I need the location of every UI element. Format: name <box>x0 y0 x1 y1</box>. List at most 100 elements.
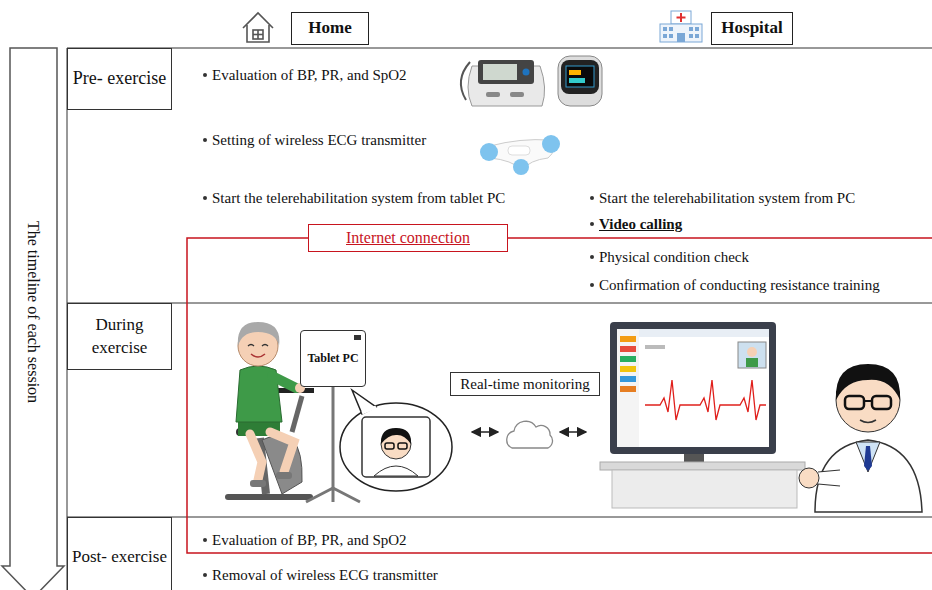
phase-cell: During exercise <box>67 303 172 370</box>
ecg-transmitter <box>480 135 560 175</box>
doctor-figure <box>860 420 876 423</box>
video-call-bubble <box>362 407 376 413</box>
connection-frame <box>187 238 932 553</box>
video-call-bubble <box>352 390 376 414</box>
video-call-bubble <box>385 443 394 449</box>
table-lines <box>67 303 932 304</box>
tablet-stand <box>332 387 335 488</box>
hospital-monitor <box>639 329 769 337</box>
bullet-dot <box>203 538 207 542</box>
elderly-man <box>236 322 305 487</box>
doctor-figure <box>815 440 922 512</box>
table-lines <box>67 48 932 590</box>
elderly-man <box>250 480 266 487</box>
step-text: Start the telerehabilitation system from… <box>599 189 855 207</box>
table-lines <box>67 48 932 49</box>
video-call-bubble <box>381 428 411 444</box>
hospital-monitor <box>620 386 636 392</box>
house-icon <box>247 25 269 42</box>
blood-pressure-monitor <box>461 60 545 106</box>
doctor-figure <box>872 396 891 409</box>
doctor-figure <box>856 442 880 472</box>
step-text: Removal of wireless ECG transmitter <box>212 566 438 584</box>
hospital-monitor <box>620 336 636 342</box>
house-icon <box>243 13 273 42</box>
step-text: Evaluation of BP, PR, and SpO2 <box>212 531 407 549</box>
hospital-monitor <box>747 347 757 357</box>
hospital-icon <box>660 11 702 42</box>
bullet-dot <box>203 138 207 142</box>
phase-cell: Pre- exercise <box>67 48 172 110</box>
video-call-bubble <box>398 443 407 449</box>
doctor-figure <box>799 364 922 512</box>
step-text: Video calling <box>599 215 682 233</box>
bullet-dot <box>203 196 207 200</box>
pulse-oximeter <box>569 78 585 83</box>
phase-cell: Post- exercise <box>67 517 172 590</box>
doctor-figure <box>836 364 900 400</box>
exercise-bike <box>292 396 302 432</box>
blood-pressure-monitor <box>483 64 517 80</box>
data-link-arrows <box>560 431 586 433</box>
exercise-bike <box>228 494 310 500</box>
doctor-figure <box>845 396 864 409</box>
blood-pressure-monitor <box>478 60 534 84</box>
hospital-icon <box>669 27 673 31</box>
video-call-bubble <box>362 417 430 477</box>
timeline-label: The timeline of each session <box>24 221 42 403</box>
hospital-icon <box>677 13 686 22</box>
doctor-figure <box>799 468 819 488</box>
elderly-man <box>251 354 265 357</box>
bullet-dot <box>590 222 594 226</box>
desk <box>600 462 805 508</box>
hospital-monitor <box>620 376 636 382</box>
ecg-transmitter <box>542 135 560 153</box>
node-text: Pre- exercise <box>73 67 166 90</box>
pulse-oximeter <box>561 60 599 94</box>
blood-pressure-monitor <box>523 69 530 76</box>
camera-dot <box>354 335 361 340</box>
desk <box>600 462 805 470</box>
hospital-icon <box>663 34 667 38</box>
node-text: During exercise <box>72 314 167 358</box>
hospital-monitor <box>620 356 636 362</box>
elderly-man <box>272 376 296 388</box>
hospital-icon <box>695 34 699 38</box>
hospital-icon <box>677 33 685 42</box>
blood-pressure-monitor <box>510 92 524 97</box>
video-call-bubble <box>340 390 452 491</box>
hospital-monitor <box>617 329 639 447</box>
desk <box>612 470 797 508</box>
hospital-icon <box>695 27 699 31</box>
hospital-monitor <box>617 329 769 447</box>
pulse-oximeter <box>566 66 594 87</box>
hospital-icon <box>689 27 693 31</box>
step-text: Setting of wireless ECG transmitter <box>212 131 426 149</box>
node-text: Tablet PC <box>307 351 358 366</box>
timeline-arrow <box>2 48 64 590</box>
column-header: Home <box>291 12 369 45</box>
video-call-bubble <box>340 403 452 491</box>
step-text: Start the telerehabilitation system from… <box>212 189 505 207</box>
node-text: Real-time monitoring <box>460 375 590 393</box>
pulse-oximeter <box>558 56 602 106</box>
doctor-figure <box>818 470 840 486</box>
node-text: Post- exercise <box>72 546 167 568</box>
cloud-symbol <box>507 421 553 448</box>
step-text: Confirmation of conducting resistance tr… <box>599 276 880 294</box>
hospital-icon <box>660 24 702 42</box>
elderly-man <box>250 434 262 480</box>
hospital-icon <box>663 27 667 31</box>
hospital-monitor <box>746 358 758 367</box>
monitoring-label: Real-time monitoring <box>450 372 600 396</box>
bullet-dot <box>590 283 594 287</box>
doctor-figure <box>864 446 872 471</box>
hospital-monitor <box>610 322 776 454</box>
data-link-arrows <box>472 431 498 433</box>
hospital-monitor <box>620 346 636 352</box>
hospital-icon <box>671 11 691 24</box>
elderly-man <box>238 322 280 346</box>
node-text: Hospital <box>721 18 782 38</box>
node-text: Internet connection <box>346 228 470 247</box>
bullet-dot <box>590 255 594 259</box>
